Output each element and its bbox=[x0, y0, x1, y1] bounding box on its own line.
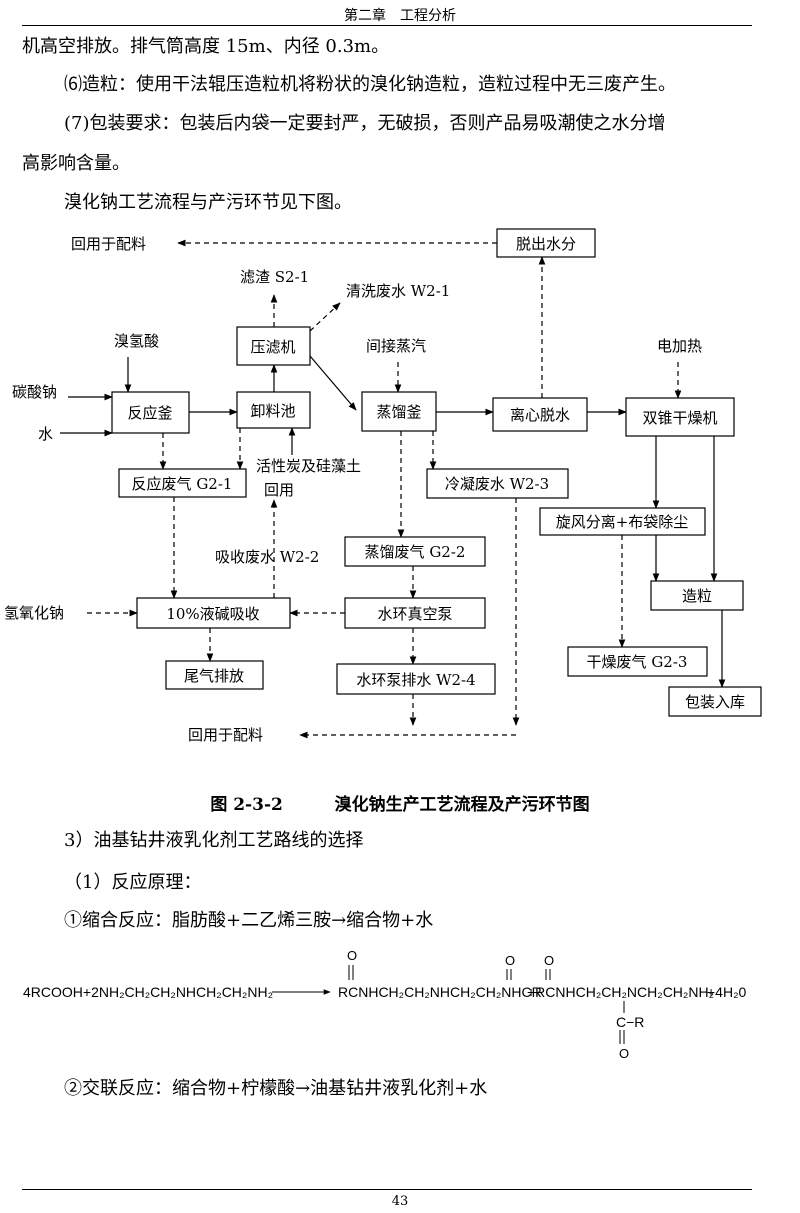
dry-gas-label: 干燥废气 G2-3 bbox=[587, 653, 688, 671]
eq-reactants: 4RCOOH+2NH₂CH₂CH₂NHCH₂CH₂NH₂ bbox=[23, 984, 273, 1000]
o-mark-3: O bbox=[544, 953, 554, 968]
pack-label: 包装入库 bbox=[685, 693, 745, 711]
reaction-gas-label: 反应废气 G2-1 bbox=[132, 475, 233, 493]
condensation-reaction: ①缩合反应：脂肪酸+二乙烯三胺→缩合物+水 bbox=[64, 910, 434, 931]
process-flow-diagram: 回用于配料 脱出水分 滤渣 S2-1 清洗废水 W2-1 压滤机 溴氢酸 间接蒸… bbox=[4, 228, 762, 744]
exhaust-label: 尾气排放 bbox=[184, 667, 244, 685]
recycle-top-label: 回用于配料 bbox=[71, 235, 146, 253]
dewater-label: 脱出水分 bbox=[516, 235, 576, 253]
recycle-bottom-label: 回用于配料 bbox=[188, 726, 263, 744]
vacuum-pump-label: 水环真空泵 bbox=[377, 605, 452, 623]
distill-gas-box bbox=[344, 536, 486, 567]
reactor-label: 反应釜 bbox=[127, 404, 172, 422]
dry-gas-box bbox=[567, 646, 708, 677]
naoh-label: 氢氧化钠 bbox=[4, 604, 64, 622]
figure-number: 图 2-3-2 bbox=[210, 795, 283, 815]
chemical-equation: O O O O 4RCOOH+2NH₂CH₂CH₂NHCH₂CH₂NH₂ RCN… bbox=[23, 948, 747, 1061]
figure-title: 溴化钠生产工艺流程及产污环节图 bbox=[334, 795, 590, 815]
carbon-label-1: 活性炭及硅藻土 bbox=[256, 457, 361, 475]
reaction-principle: （1）反应原理： bbox=[64, 872, 202, 893]
pump-drain-label: 水环泵排水 W2-4 bbox=[356, 671, 475, 689]
eq-water: +4H₂0 bbox=[707, 984, 747, 1000]
hbr-label: 溴氢酸 bbox=[114, 332, 159, 350]
o-mark-1: O bbox=[347, 948, 357, 963]
header-rule bbox=[22, 25, 752, 26]
o-mark-2: O bbox=[505, 953, 515, 968]
o-mark-4: O bbox=[619, 1046, 629, 1061]
paragraph-granulation: ⑹造粒：使用干法辊压造粒机将粉状的溴化钠造粒，造粒过程中无三废产生。 bbox=[64, 74, 676, 95]
paragraph-packaging-cont: 高影响含量。 bbox=[22, 153, 130, 174]
paragraph-flow-intro: 溴化钠工艺流程与产污环节见下图。 bbox=[64, 192, 352, 213]
pack-box bbox=[668, 686, 762, 717]
page-header: 第二章 工程分析 bbox=[344, 8, 456, 24]
eq-product-2: +RCNHCH₂CH₂NCH₂CH₂NH₂ bbox=[527, 984, 714, 1000]
footer-rule bbox=[22, 1189, 752, 1190]
indirect-steam-label: 间接蒸汽 bbox=[366, 337, 426, 355]
eq-product-1: RCNHCH₂CH₂NHCH₂CH₂NHCR bbox=[338, 984, 542, 1000]
unload-tank-label: 卸料池 bbox=[250, 402, 295, 420]
absorb-water-label: 吸收废水 W2-2 bbox=[215, 548, 319, 566]
distill-gas-label: 蒸馏废气 G2-2 bbox=[365, 543, 466, 561]
page-number: 43 bbox=[391, 1194, 409, 1209]
water-label: 水 bbox=[38, 425, 53, 443]
figure-caption: 图 2-3-2 溴化钠生产工艺流程及产污环节图 bbox=[0, 790, 800, 815]
na2co3-label: 碳酸钠 bbox=[12, 383, 57, 401]
filter-residue-label: 滤渣 S2-1 bbox=[240, 268, 309, 286]
granulate-label: 造粒 bbox=[682, 587, 712, 605]
dryer-label: 双锥干燥机 bbox=[642, 409, 717, 427]
carbon-label-2: 回用 bbox=[264, 481, 294, 499]
electric-heat-label: 电加热 bbox=[657, 337, 702, 355]
eq-cr-group: C−R bbox=[616, 1014, 644, 1030]
alkali-absorb-label: 10%液碱吸收 bbox=[166, 605, 259, 623]
paragraph-exhaust: 机高空排放。排气筒高度 15m、内径 0.3m。 bbox=[22, 36, 390, 57]
filter-press-label: 压滤机 bbox=[250, 338, 295, 356]
condensate-label: 冷凝废水 W2-3 bbox=[445, 475, 549, 493]
crosslink-reaction: ②交联反应：缩合物+柠檬酸→油基钻井液乳化剂+水 bbox=[64, 1078, 488, 1099]
reaction-gas-box bbox=[118, 468, 247, 498]
paragraph-packaging: (7)包装要求：包装后内袋一定要封严，无破损，否则产品易吸潮使之水分增 bbox=[64, 113, 666, 134]
arrow-filter-distiller bbox=[309, 355, 357, 411]
distiller-label: 蒸馏釜 bbox=[376, 403, 421, 421]
granulate-box bbox=[650, 580, 744, 611]
exhaust-box bbox=[165, 660, 264, 690]
condensate-box bbox=[426, 468, 569, 499]
centrifuge-label: 离心脱水 bbox=[510, 406, 570, 424]
section-heading: 3）油基钻井液乳化剂工艺路线的选择 bbox=[64, 830, 364, 851]
cyclone-label: 旋风分离+布袋除尘 bbox=[556, 513, 689, 531]
wash-water-label: 清洗废水 W2-1 bbox=[346, 282, 450, 300]
arrow-filter-wash bbox=[309, 302, 341, 332]
